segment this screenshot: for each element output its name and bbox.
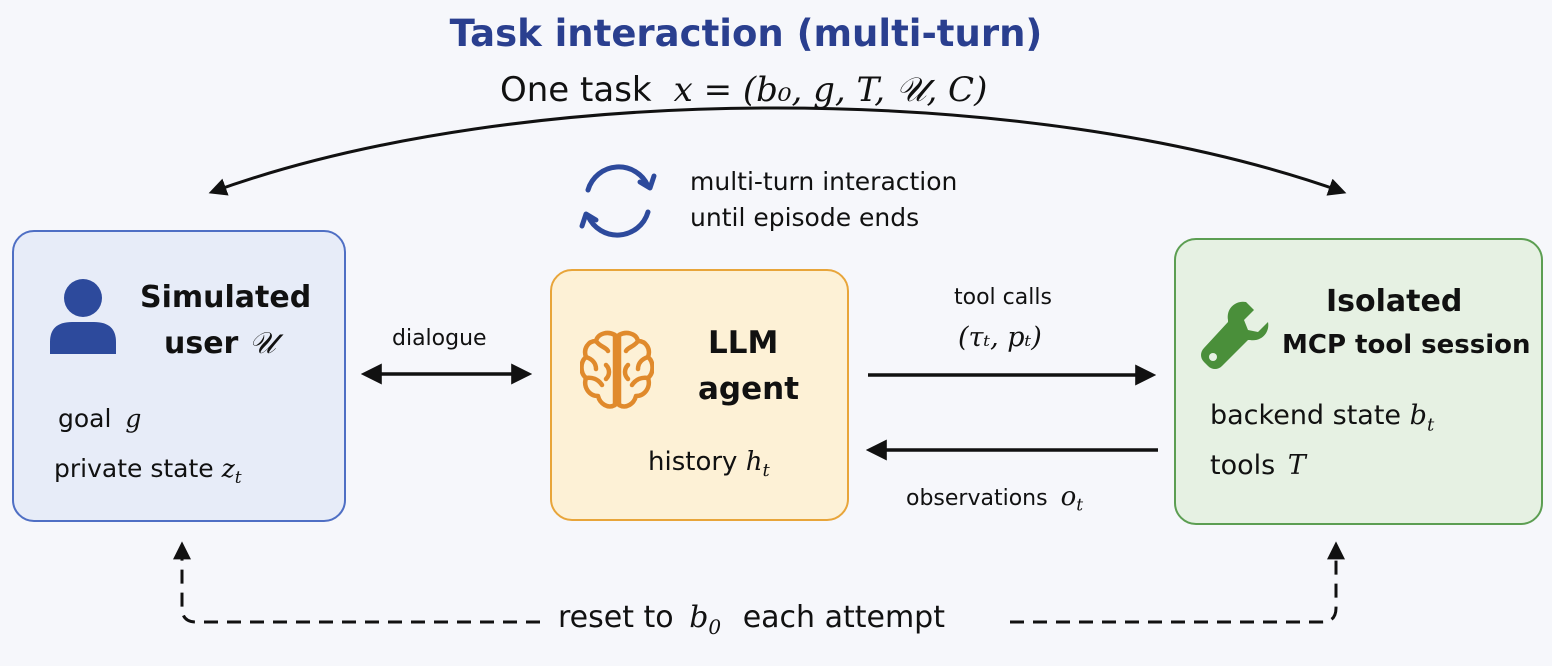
goal-row: goal g — [58, 404, 141, 433]
private-state-row: private state zt — [54, 454, 242, 488]
history-row: history ht — [648, 447, 770, 481]
private-state-subscript: t — [234, 468, 242, 488]
agent-box-title-line1: LLM — [708, 325, 779, 361]
observations-symbol: o — [1060, 482, 1077, 512]
goal-label: goal — [58, 404, 112, 433]
diagram-title: Task interaction (multi-turn) — [449, 12, 1043, 55]
tools-symbol: T — [1287, 450, 1306, 481]
loop-caption-line2: until episode ends — [690, 203, 920, 232]
tool-box-title-line2: MCP tool session — [1282, 330, 1531, 360]
history-symbol: h — [745, 447, 763, 477]
loop-caption-line1: multi-turn interaction — [690, 167, 958, 196]
tool-session-box: Isolated MCP tool session backend state … — [1174, 238, 1543, 525]
task-definition-prefix: One task — [500, 70, 652, 110]
dialogue-label: dialogue — [392, 326, 487, 351]
reset-arrow-right — [1010, 541, 1345, 624]
user-box-title-word: user — [164, 326, 239, 361]
llm-agent-box: LLM agent history ht — [550, 269, 849, 521]
reset-subscript: 0 — [708, 615, 722, 639]
person-icon — [50, 279, 116, 354]
private-state-symbol: z — [221, 454, 235, 483]
backend-state-row: backend state bt — [1210, 400, 1434, 435]
backend-state-symbol: b — [1409, 400, 1427, 431]
reset-prefix: reset to — [558, 600, 674, 635]
reset-caption: reset to b0 each attempt — [558, 600, 945, 639]
user-box-title-line2: user 𝒰 — [164, 326, 276, 361]
backend-state-subscript: t — [1426, 414, 1435, 436]
cycle-icon — [579, 164, 657, 238]
reset-arrow-left — [173, 541, 540, 624]
history-label: history — [648, 447, 738, 477]
top-curve-arrow — [208, 106, 1347, 196]
loop-caption: multi-turn interaction until episode end… — [690, 164, 957, 236]
user-symbol: 𝒰 — [248, 326, 276, 361]
goal-symbol: g — [125, 404, 142, 433]
brain-icon — [580, 330, 654, 409]
history-subscript: t — [762, 460, 770, 482]
task-definition: One task x = (b₀, g, T, 𝒰, C) — [500, 70, 987, 110]
tool-calls-label: tool calls — [954, 285, 1052, 310]
simulated-user-box: Simulated user 𝒰 goal g private state zt — [12, 230, 346, 522]
observations-row: observations ot — [906, 482, 1083, 515]
observations-subscript: t — [1076, 495, 1084, 516]
reset-symbol: b — [689, 600, 709, 635]
tools-label: tools — [1210, 450, 1276, 481]
task-formula: x = (b₀, g, T, 𝒰, C) — [673, 70, 988, 110]
tool-box-title-line1: Isolated — [1326, 284, 1463, 319]
tool-calls-formula: (τₜ, pₜ) — [958, 322, 1042, 353]
reset-suffix: each attempt — [742, 600, 945, 635]
tools-row: tools T — [1210, 450, 1306, 481]
observations-label: observations — [906, 486, 1048, 511]
wrench-icon — [1201, 301, 1269, 369]
private-state-label: private state — [54, 454, 214, 483]
agent-box-title-line2: agent — [698, 371, 800, 407]
backend-state-label: backend state — [1210, 400, 1402, 431]
user-box-title-line1: Simulated — [140, 280, 312, 315]
